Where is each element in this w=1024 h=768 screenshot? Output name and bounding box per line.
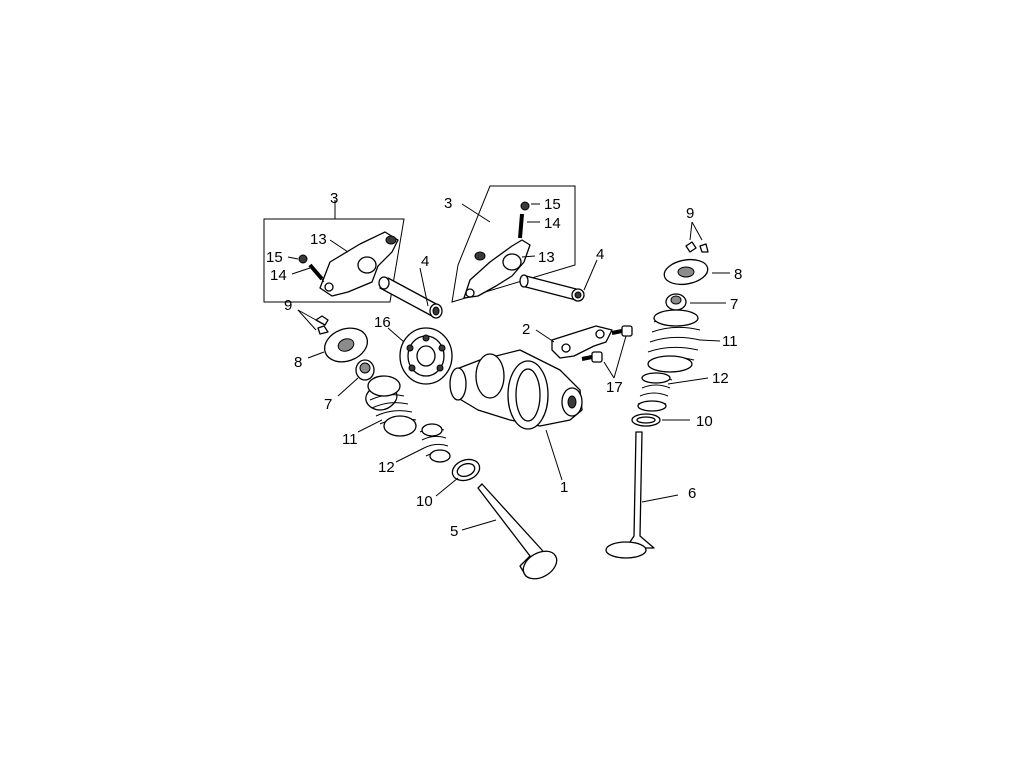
callout-7-right: 7 bbox=[730, 296, 738, 313]
callout-11-left: 11 bbox=[342, 431, 358, 448]
callout-12-right: 12 bbox=[712, 370, 729, 387]
inner-valve-spring-left bbox=[395, 423, 451, 463]
callout-labels: 3 3 15 14 13 15 14 13 4 4 9 9 8 7 16 2 1… bbox=[266, 190, 742, 540]
spring-seat-washer-left bbox=[435, 458, 481, 497]
callout-12-left: 12 bbox=[378, 459, 395, 476]
callout-13-right: 13 bbox=[538, 249, 555, 266]
rocker-arm-assembly-right bbox=[451, 185, 576, 303]
camshaft-retainer-plate bbox=[535, 325, 613, 359]
rocker-shaft-left bbox=[378, 267, 443, 319]
callout-6: 6 bbox=[688, 485, 696, 502]
callout-8-right: 8 bbox=[734, 266, 742, 283]
spring-retainer-right bbox=[663, 258, 730, 286]
exhaust-valve bbox=[605, 431, 679, 559]
callout-13-left: 13 bbox=[310, 231, 327, 248]
callout-8-left: 8 bbox=[294, 354, 302, 371]
camshaft bbox=[449, 349, 583, 481]
valve-seal-right bbox=[665, 293, 726, 311]
inner-valve-spring-right bbox=[637, 372, 709, 412]
callout-1: 1 bbox=[560, 479, 568, 496]
callout-15-left: 15 bbox=[266, 249, 283, 266]
spring-retainer-left bbox=[307, 327, 369, 363]
camshaft-bearing bbox=[387, 327, 453, 385]
rocker-arm-assembly-left bbox=[263, 200, 405, 303]
outer-valve-spring-right bbox=[647, 309, 721, 373]
callout-17: 17 bbox=[606, 379, 623, 396]
spring-seat-washer-right bbox=[631, 413, 690, 427]
callout-7-left: 7 bbox=[324, 396, 332, 413]
callout-14-left: 14 bbox=[270, 267, 287, 284]
intake-valve bbox=[461, 483, 558, 580]
retainer-bolts bbox=[581, 325, 633, 379]
callout-16: 16 bbox=[374, 314, 391, 331]
callout-9-left: 9 bbox=[284, 297, 292, 314]
callout-4-left: 4 bbox=[421, 253, 429, 270]
callout-5: 5 bbox=[450, 523, 458, 540]
rocker-shaft-right bbox=[519, 259, 598, 302]
callout-10-left: 10 bbox=[416, 493, 433, 510]
callout-4-right: 4 bbox=[596, 246, 604, 263]
valve-cotters-left bbox=[297, 309, 329, 335]
outer-valve-spring-left bbox=[357, 375, 417, 437]
valve-cotters-right bbox=[685, 221, 709, 253]
callout-3-left: 3 bbox=[330, 190, 338, 207]
valve-seal-left bbox=[337, 359, 375, 397]
callout-9-right: 9 bbox=[686, 205, 694, 222]
callout-15-right: 15 bbox=[544, 196, 561, 213]
callout-11-right: 11 bbox=[722, 333, 738, 350]
callout-10-right: 10 bbox=[696, 413, 713, 430]
callout-3-right: 3 bbox=[444, 195, 452, 212]
callout-2: 2 bbox=[522, 321, 530, 338]
callout-14-right: 14 bbox=[544, 215, 561, 232]
